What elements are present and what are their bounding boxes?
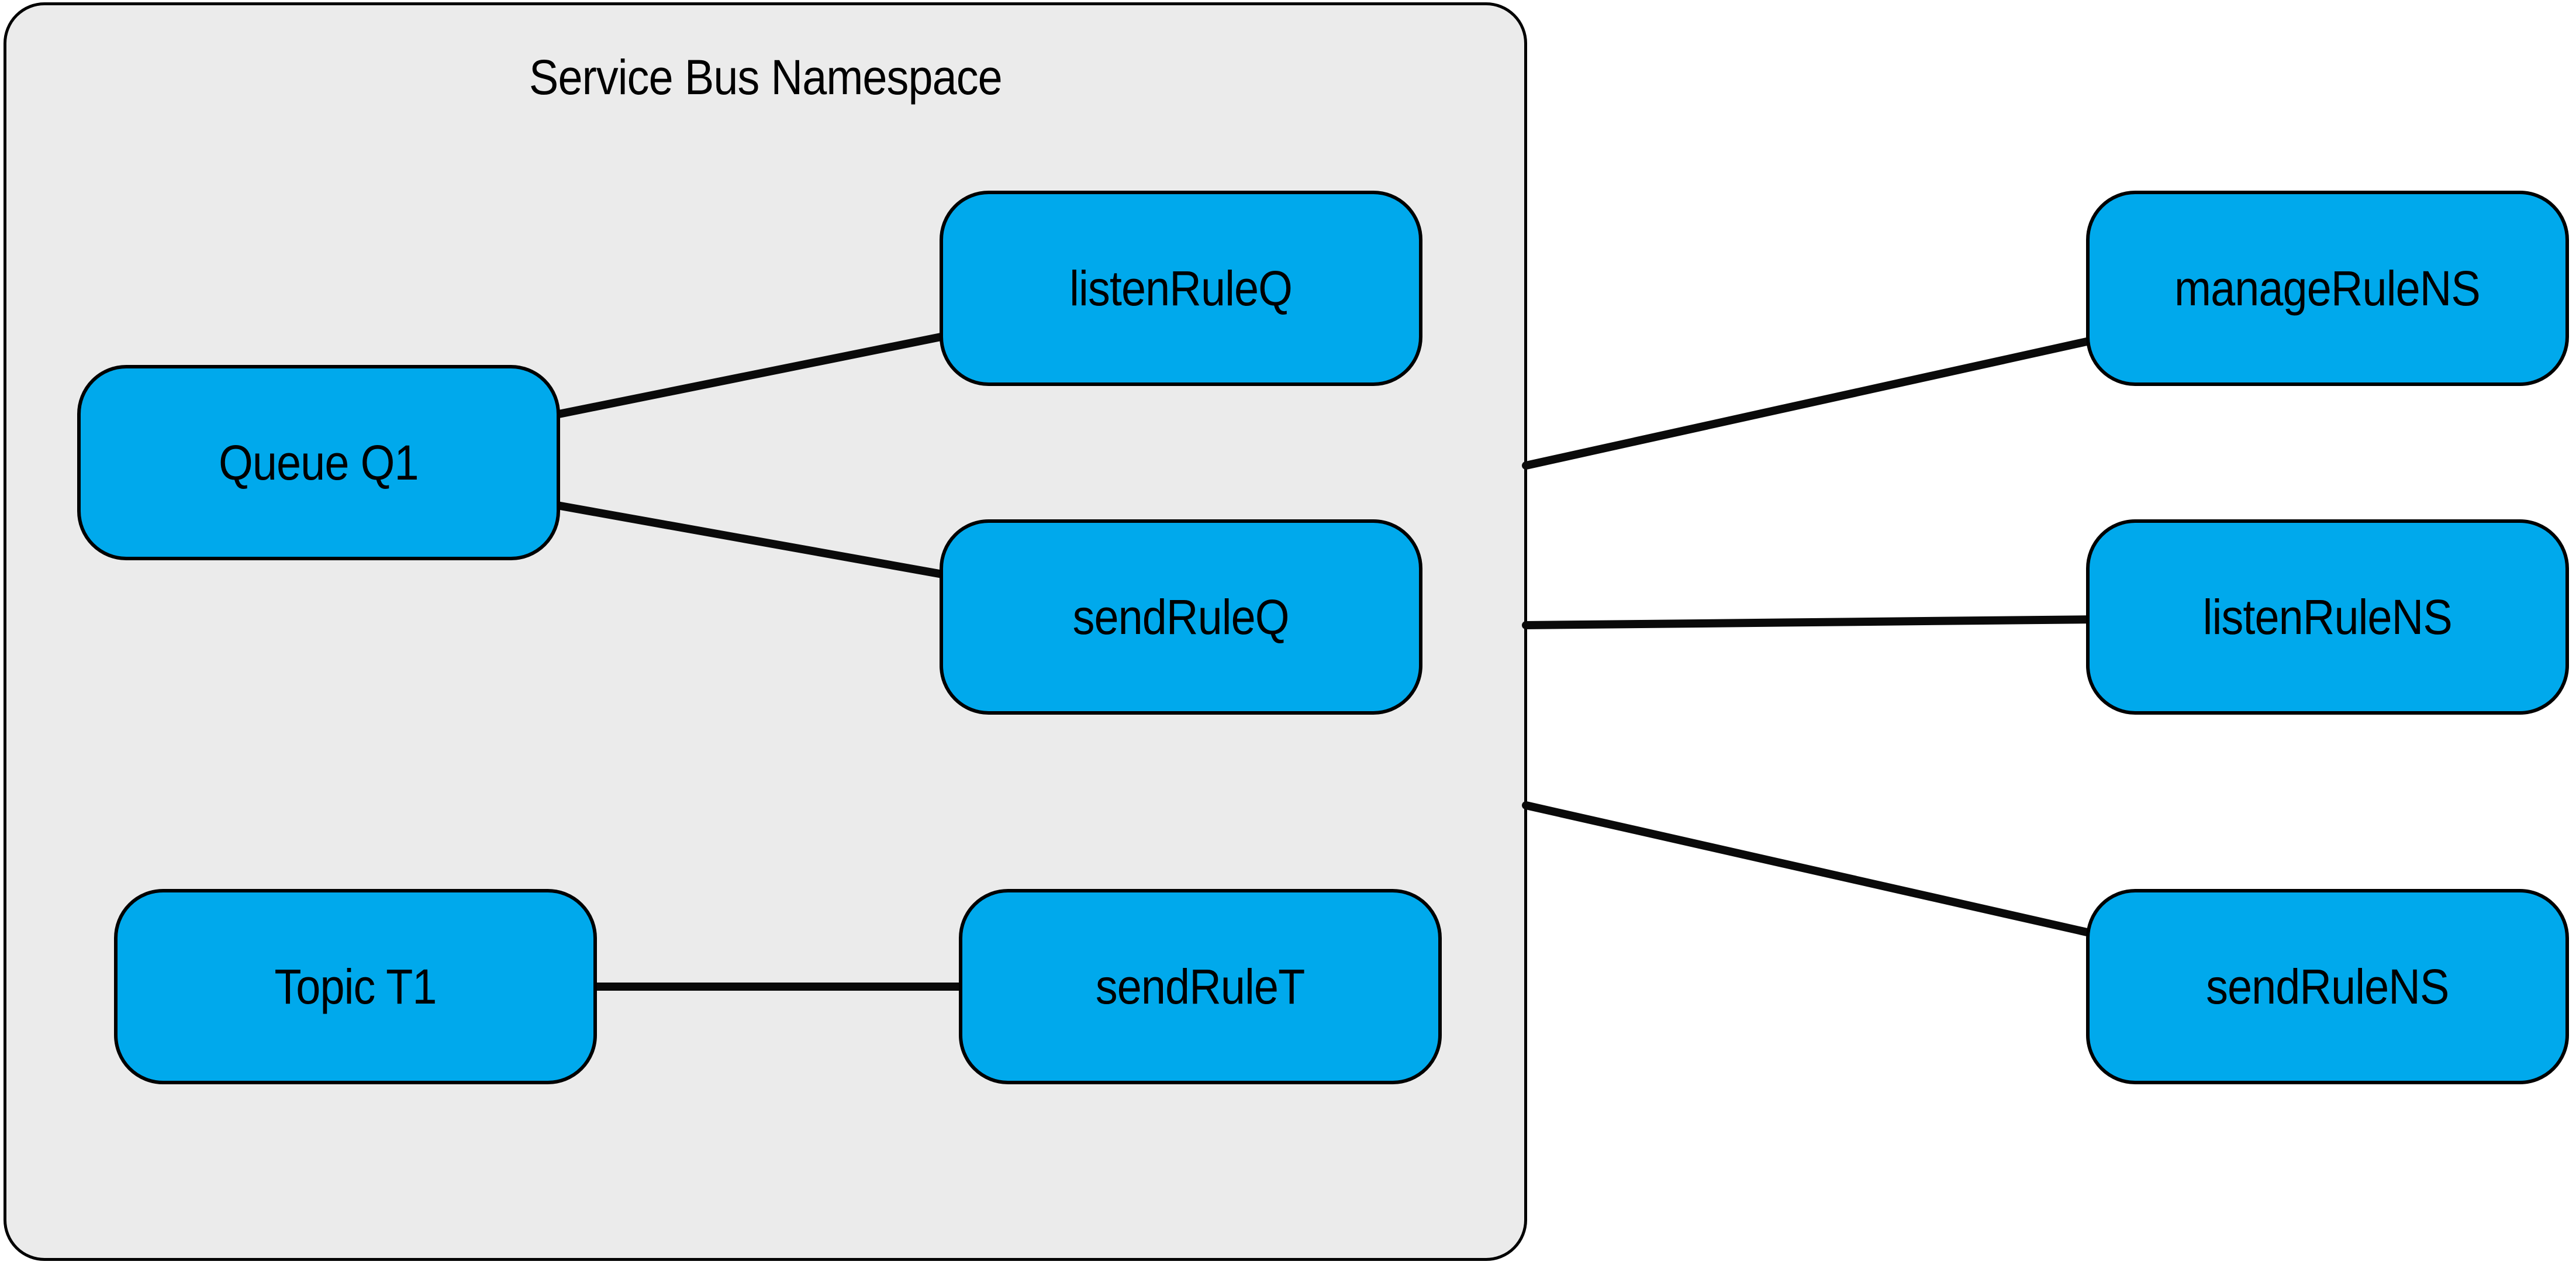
node-queue-q1: Queue Q1 (77, 365, 560, 560)
namespace-title: Service Bus Namespace (4, 49, 1527, 105)
node-topic-t1-label: Topic T1 (274, 959, 437, 1014)
node-listenrulens: listenRuleNS (2086, 519, 2569, 715)
node-listenrulens-label: listenRuleNS (2202, 589, 2453, 644)
node-listenruleq-label: listenRuleQ (1069, 260, 1293, 316)
node-sendrulet: sendRuleT (959, 889, 1442, 1084)
node-sendruleq: sendRuleQ (940, 519, 1422, 715)
node-queue-q1-label: Queue Q1 (219, 435, 419, 490)
namespace-title-text: Service Bus Namespace (529, 50, 1003, 105)
node-managerulens-label: manageRuleNS (2174, 260, 2481, 316)
node-topic-t1: Topic T1 (114, 889, 597, 1084)
node-sendrulens-label: sendRuleNS (2206, 959, 2449, 1014)
node-sendrulet-label: sendRuleT (1096, 959, 1305, 1014)
node-sendruleq-label: sendRuleQ (1072, 589, 1290, 644)
node-sendrulens: sendRuleNS (2086, 889, 2569, 1084)
node-listenruleq: listenRuleQ (940, 191, 1422, 386)
node-managerulens: manageRuleNS (2086, 191, 2569, 386)
